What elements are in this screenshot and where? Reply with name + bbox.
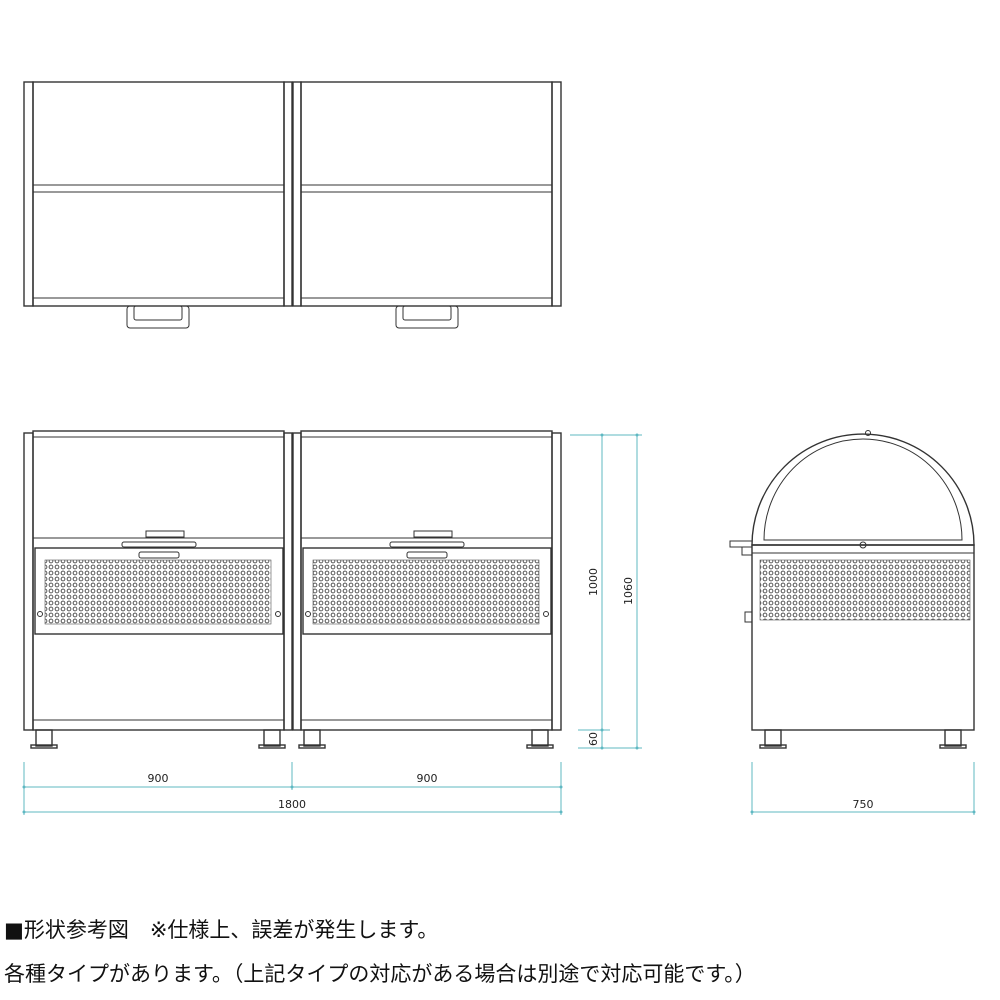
front-view-lock-right <box>413 530 453 538</box>
front-view-foot <box>263 729 281 747</box>
front-view-foot <box>531 729 549 747</box>
dimension-height-leg: 60 <box>587 732 600 746</box>
dimension-width-left: 900 <box>148 772 169 785</box>
front-view-door-left <box>34 547 284 635</box>
front-view-door-handle-right <box>406 551 448 559</box>
front-view-post-center-a <box>283 432 293 731</box>
front-view-unit-left <box>30 430 286 749</box>
top-view-post-left <box>23 81 34 307</box>
dimension-width-right: 900 <box>417 772 438 785</box>
front-view-perforation-right <box>312 559 540 625</box>
front-view-post-left <box>23 432 34 731</box>
front-view-unit-right <box>298 430 554 749</box>
note-shape-reference: ■形状参考図 ※仕様上、誤差が発生します。 <box>4 918 439 942</box>
side-view-dome-inner <box>763 438 963 541</box>
side-view-perforation <box>759 559 971 621</box>
front-view-door-right <box>302 547 552 635</box>
side-view-foot <box>764 729 782 747</box>
dimension-height-total: 1060 <box>622 577 635 605</box>
dimension-lines: 900 900 1800 1000 60 1060 750 <box>22 433 976 815</box>
top-view-handle-left <box>126 305 190 329</box>
front-view-foot <box>35 729 53 747</box>
side-view <box>729 430 975 749</box>
front-view-lid-handle-left <box>121 541 197 548</box>
front-view-perforation-left <box>44 559 272 625</box>
side-view-handle <box>729 540 753 548</box>
top-view-unit-left <box>32 81 285 329</box>
top-view-unit-right <box>300 81 553 329</box>
top-view-post-center-b <box>292 81 302 307</box>
dimension-width-total: 1800 <box>278 798 306 811</box>
top-view-post-center-a <box>283 81 293 307</box>
top-view-handle-right <box>395 305 459 329</box>
top-view <box>23 81 562 329</box>
front-view-door-handle-left <box>138 551 180 559</box>
note-types-available: 各種タイプがあります。（上記タイプの対応がある場合は別途で対応可能です。） <box>4 962 756 986</box>
front-view-post-right <box>551 432 562 731</box>
side-view-body <box>751 544 975 731</box>
front-view-lock-left <box>145 530 185 538</box>
shape-reference-drawing: 900 900 1800 1000 60 1060 750 <box>22 81 976 815</box>
front-view-post-center-b <box>292 432 302 731</box>
dimension-depth: 750 <box>853 798 874 811</box>
side-view-foot <box>944 729 962 747</box>
side-view-dome <box>751 433 975 546</box>
front-view <box>23 430 562 749</box>
dimension-height-body: 1000 <box>587 568 600 596</box>
top-view-post-right <box>551 81 562 307</box>
front-view-foot <box>303 729 321 747</box>
front-view-lid-handle-right <box>389 541 465 548</box>
